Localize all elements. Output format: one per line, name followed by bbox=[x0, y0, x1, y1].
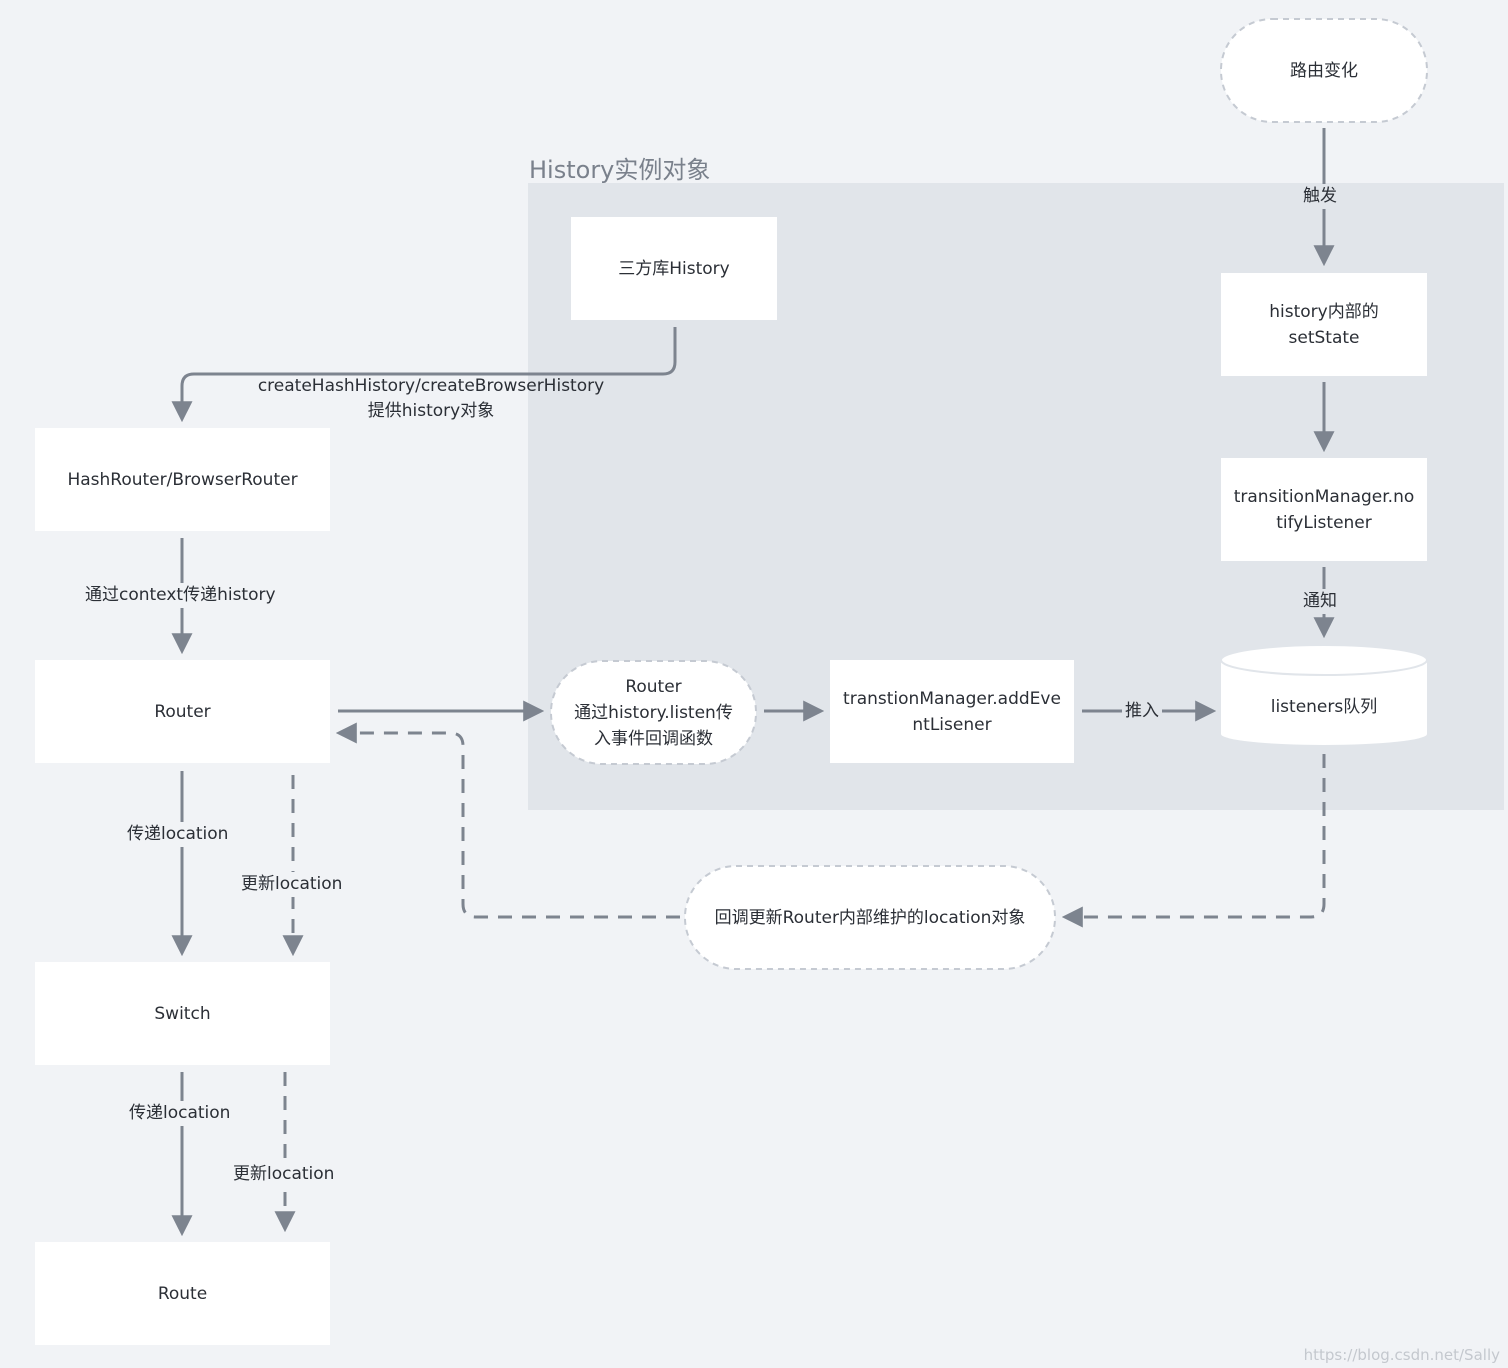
third-party-history-label: 三方库History bbox=[618, 258, 730, 279]
router-node[interactable]: Router bbox=[35, 660, 330, 763]
edge-label-pass-location-2: 传递location bbox=[126, 1101, 234, 1126]
edge-label-create-history-text: createHashHistory/createBrowserHistory 提… bbox=[257, 376, 605, 421]
route-change-label: 路由变化 bbox=[1290, 60, 1358, 81]
edge-listeners-to-callback bbox=[1061, 754, 1326, 928]
router-listen-node[interactable]: Router 通过history.listen传 入事件回调函数 bbox=[551, 661, 756, 764]
add-event-listener-label: transtionManager.addEve ntLisener bbox=[843, 688, 1061, 735]
edge-label-push-in: 推入 bbox=[1122, 699, 1162, 724]
listeners-queue-node[interactable]: listeners队列 bbox=[1221, 666, 1427, 748]
transition-notify-label: transitionManager.no tifyListener bbox=[1233, 486, 1415, 533]
edge-label-trigger: 触发 bbox=[1300, 184, 1340, 209]
edge-label-create-history: createHashHistory/createBrowserHistory 提… bbox=[248, 349, 614, 424]
hash-browser-router-node[interactable]: HashRouter/BrowserRouter bbox=[35, 428, 330, 531]
third-party-history-node[interactable]: 三方库History bbox=[571, 217, 777, 320]
switch-label: Switch bbox=[154, 1003, 211, 1024]
route-change-node[interactable]: 路由变化 bbox=[1221, 19, 1427, 122]
history-setstate-label: history内部的 setState bbox=[1269, 301, 1379, 348]
callback-update-shape bbox=[684, 865, 1056, 970]
callback-update-label: 回调更新Router内部维护的location对象 bbox=[714, 907, 1026, 928]
edge-label-update-location-1: 更新location bbox=[238, 872, 346, 897]
router-label: Router bbox=[154, 701, 211, 722]
listeners-queue-label: listeners队列 bbox=[1270, 697, 1378, 717]
edge-label-pass-location-1: 传递location bbox=[124, 822, 232, 847]
watermark-text: https://blog.csdn.net/Sally bbox=[1303, 1346, 1500, 1364]
router-listen-label: Router 通过history.listen传 入事件回调函数 bbox=[574, 676, 733, 749]
edge-history-to-hashrouter bbox=[171, 327, 677, 423]
add-event-listener-node[interactable]: transtionManager.addEve ntLisener bbox=[830, 660, 1074, 763]
history-setstate-node[interactable]: history内部的 setState bbox=[1221, 273, 1427, 376]
listeners-cylinder-shape bbox=[1220, 644, 1428, 745]
callback-update-node[interactable]: 回调更新Router内部维护的location对象 bbox=[685, 866, 1055, 969]
edge-label-update-location-2: 更新location bbox=[230, 1162, 338, 1187]
history-instance-group-title: History实例对象 bbox=[529, 156, 711, 184]
route-label: Route bbox=[157, 1283, 208, 1304]
switch-node[interactable]: Switch bbox=[35, 962, 330, 1065]
edge-label-notify: 通知 bbox=[1300, 589, 1340, 614]
edge-label-context-pass: 通过context传递history bbox=[82, 583, 279, 608]
route-change-shape bbox=[1220, 18, 1428, 123]
route-node[interactable]: Route bbox=[35, 1242, 330, 1345]
hash-browser-router-label: HashRouter/BrowserRouter bbox=[67, 469, 298, 490]
router-listen-shape bbox=[550, 660, 757, 765]
transition-notify-node[interactable]: transitionManager.no tifyListener bbox=[1221, 458, 1427, 561]
